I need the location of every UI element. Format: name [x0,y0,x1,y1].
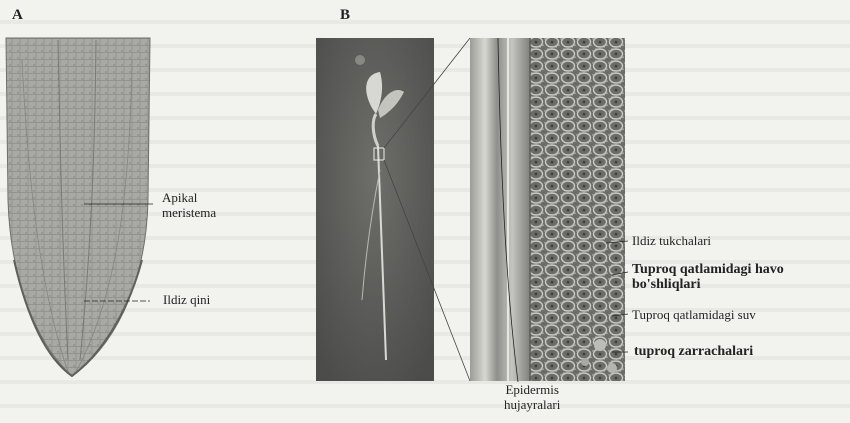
soil-water-label: Tuproq qatlamidagi suv [632,307,756,322]
soil-air-spaces-label: Tuproq qatlamidagi havo bo'shliqlari [632,262,784,292]
soil-air-spaces-label-line2: bo'shliqlari [632,277,784,292]
soil-air-spaces-label-line1: Tuproq qatlamidagi havo [632,262,784,277]
root-tip-micrograph [6,38,150,376]
panel-b-letter: B [340,7,350,24]
epidermis-label: Epidermis hujayralari [504,382,560,412]
epidermis-label-line1: Epidermis [504,382,560,397]
apical-meristem-label-line1: Apikal [162,190,216,205]
root-surface-micrograph [470,38,625,381]
soil-particles-label: tuproq zarrachalari [634,344,753,359]
apical-meristem-label-line2: meristema [162,205,216,220]
root-hairs-label: Ildiz tukchalari [632,233,711,248]
epidermis-label-line2: hujayralari [504,397,560,412]
root-cap-label: Ildiz qini [163,292,210,307]
panel-a-letter: A [12,7,23,24]
seedling-photo [316,38,434,381]
apical-meristem-label: Apikal meristema [162,190,216,220]
